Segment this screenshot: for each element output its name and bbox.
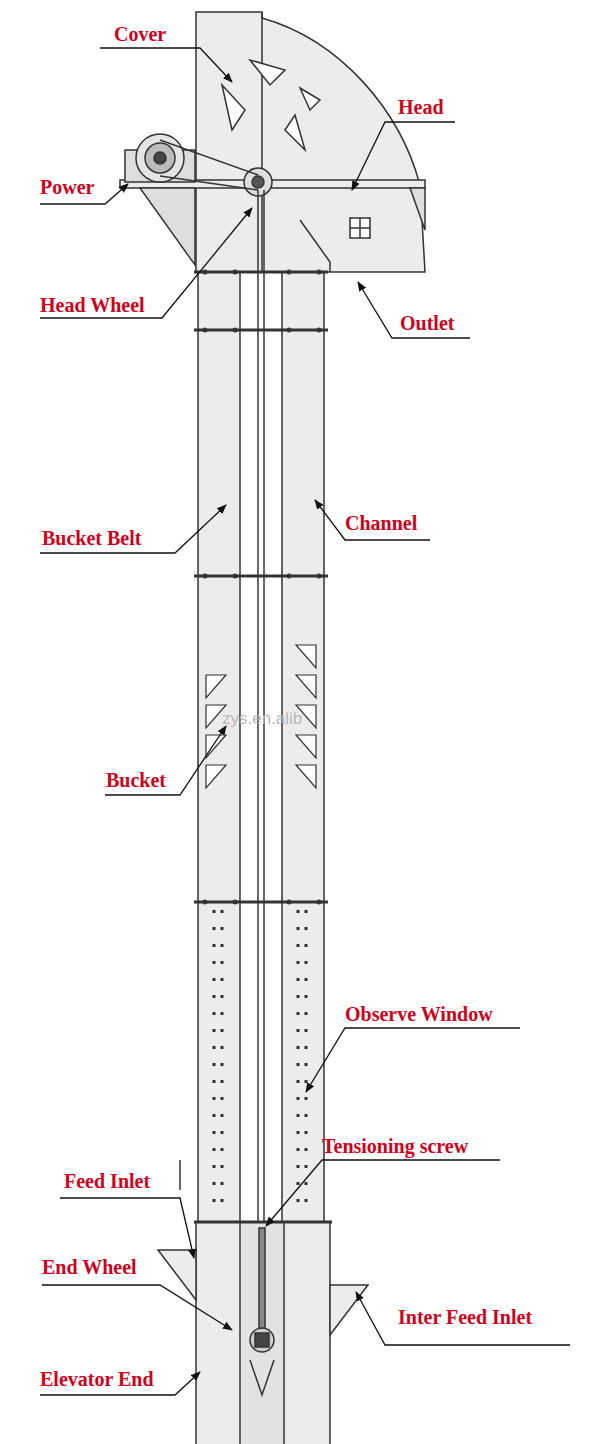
watermark: zys.en.alib xyxy=(222,710,302,729)
part-label: Elevator End xyxy=(40,1368,154,1390)
part-label: Feed Inlet xyxy=(64,1170,150,1192)
part-label: Bucket xyxy=(106,769,166,791)
part-label: Tensioning screw xyxy=(322,1135,468,1157)
part-label: Observe Window xyxy=(345,1003,493,1025)
part-label: Outlet xyxy=(400,312,454,334)
part-label: Power xyxy=(40,176,94,198)
part-label: End Wheel xyxy=(42,1256,137,1278)
part-label: Bucket Belt xyxy=(42,527,141,549)
part-label: Cover xyxy=(114,23,166,45)
part-label: Inter Feed Inlet xyxy=(398,1306,532,1328)
part-label: Channel xyxy=(345,512,417,534)
part-label: Head Wheel xyxy=(40,294,145,316)
part-label: Head xyxy=(398,96,444,118)
